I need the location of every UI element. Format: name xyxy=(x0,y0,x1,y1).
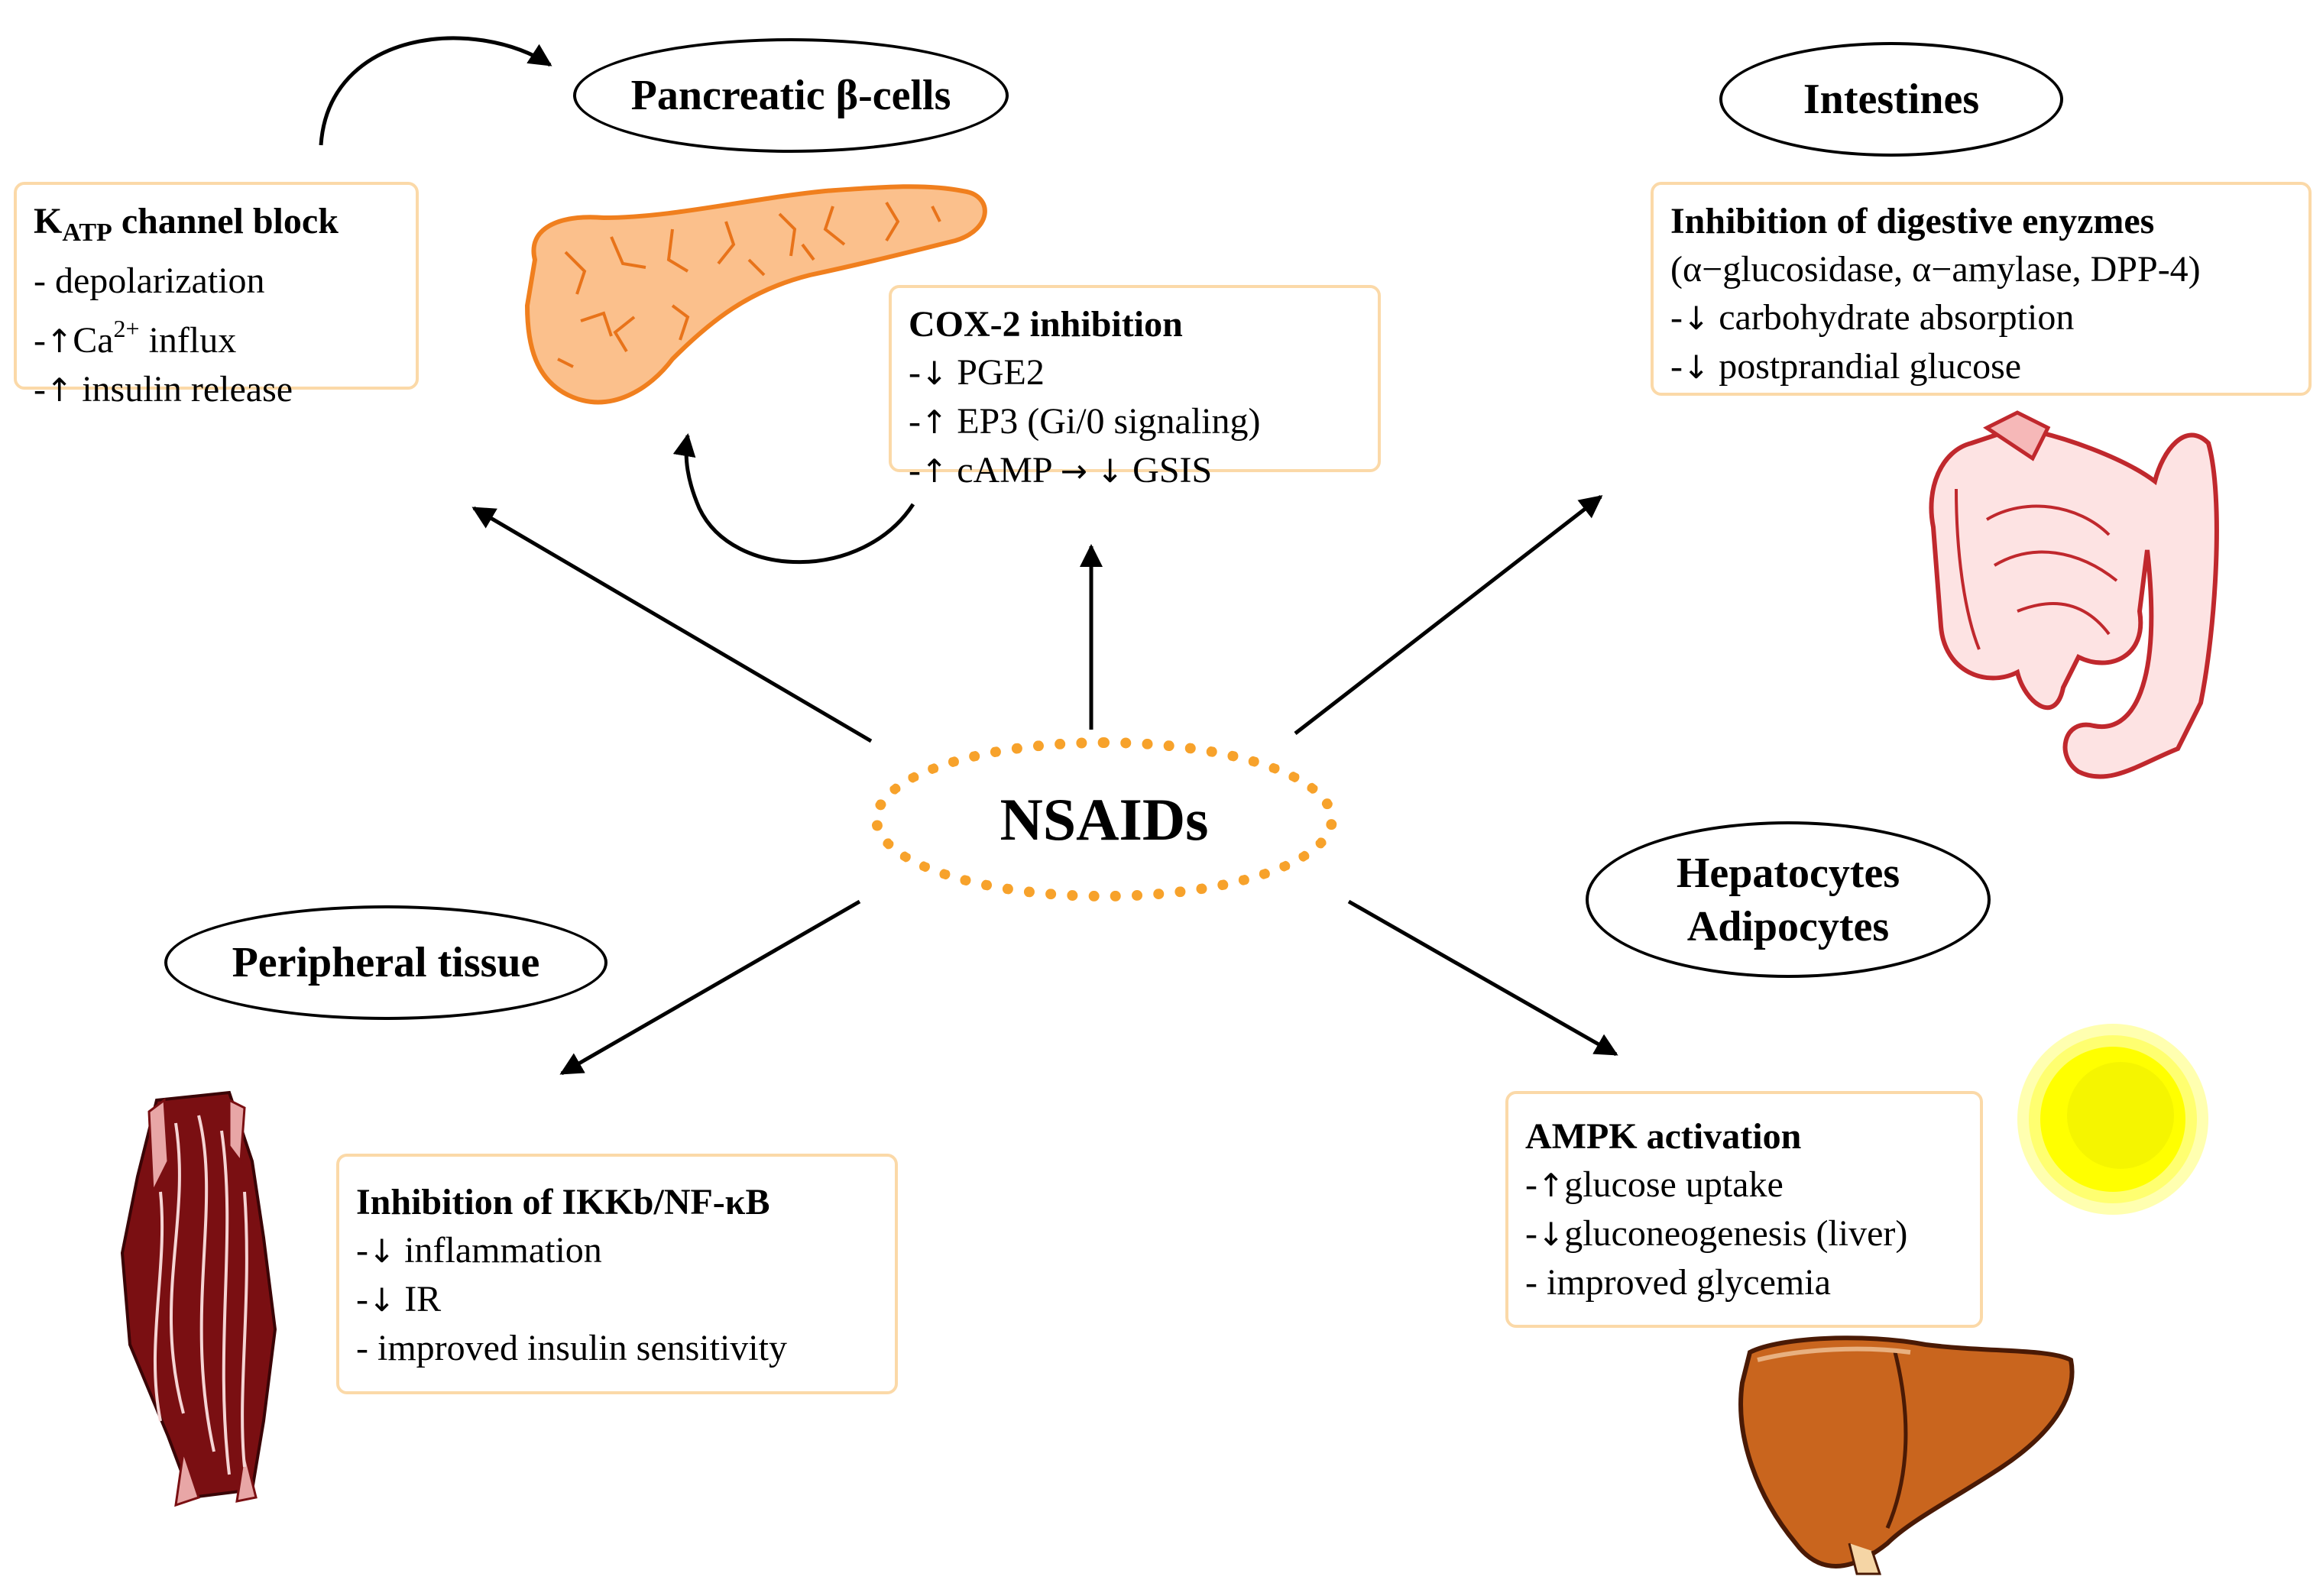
right-arrow-icon: → xyxy=(1060,452,1087,490)
up-arrow-icon: ↑ xyxy=(45,371,73,409)
arrow-to-katp xyxy=(471,506,873,743)
peripheral-oval: Peripheral tissue xyxy=(164,905,607,1020)
ikk-line-2: -↓ IR xyxy=(356,1275,881,1324)
liver-illustration xyxy=(1738,1335,2075,1575)
arrow-to-hepatocytes xyxy=(1347,899,1618,1057)
intestines-label: Intestines xyxy=(1803,76,1980,123)
katp-title: KATP channel block xyxy=(34,201,339,247)
curved-arrow-katp-to-pancreas xyxy=(319,36,552,146)
katp-line-3: -↑ insulin release xyxy=(34,365,402,414)
intestines-oval: Intestines xyxy=(1719,42,2063,157)
cox2-box: COX-2 inhibition -↓ PGE2 -↑ EP3 (Gi/0 si… xyxy=(889,285,1381,490)
adipocytes-label: Adipocytes xyxy=(1686,902,1890,950)
ampk-title: AMPK activation xyxy=(1525,1116,1802,1157)
ampk-box: AMPK activation -↑glucose uptake -↓gluco… xyxy=(1505,1091,1983,1328)
adipocyte-illustration xyxy=(2017,1024,2208,1215)
katp-box: KATP channel block - depolarization -↑Ca… xyxy=(14,182,419,410)
cox2-line-3: -↑ cAMP → ↓ GSIS xyxy=(909,446,1364,495)
intestine-line-1: (α−glucosidase, α−amylase, DPP-4) xyxy=(1670,249,2201,290)
cox2-title: COX-2 inhibition xyxy=(909,304,1183,345)
ampk-line-2: -↓gluconeogenesis (liver) xyxy=(1525,1209,1966,1258)
ampk-line-3: - improved glycemia xyxy=(1525,1262,1831,1303)
up-arrow-icon: ↑ xyxy=(920,403,948,441)
arrow-to-intestines xyxy=(1294,495,1603,735)
down-arrow-icon: ↓ xyxy=(1682,348,1710,386)
down-arrow-icon: ↓ xyxy=(920,354,948,392)
cox2-line-2: -↑ EP3 (Gi/0 signaling) xyxy=(909,397,1364,446)
intestine-title: Inhibition of digestive enyzmes xyxy=(1670,201,2155,241)
pancreas-illustration xyxy=(524,184,987,405)
down-arrow-icon: ↓ xyxy=(368,1281,396,1319)
intestine-illustration xyxy=(1929,410,2219,779)
katp-line-1: - depolarization xyxy=(34,261,265,301)
down-arrow-icon: ↓ xyxy=(368,1232,396,1270)
pancreatic-oval: Pancreatic β-cells xyxy=(573,38,1009,153)
curved-arrow-cox-to-pancreas xyxy=(672,433,915,565)
hepatocytes-label: Hepatocytes xyxy=(1676,849,1900,897)
peripheral-label: Peripheral tissue xyxy=(232,939,540,986)
ikk-title: Inhibition of IKKb/NF-κB xyxy=(356,1182,770,1222)
up-arrow-icon: ↑ xyxy=(1537,1167,1565,1204)
ampk-line-1: -↑glucose uptake xyxy=(1525,1161,1966,1209)
nsaids-oval: NSAIDs xyxy=(871,737,1337,902)
up-arrow-icon: ↑ xyxy=(920,452,948,490)
cox2-line-1: -↓ PGE2 xyxy=(909,348,1364,397)
down-arrow-icon: ↓ xyxy=(1682,299,1710,337)
intestine-line-3: -↓ postprandial glucose xyxy=(1670,342,2295,391)
pancreatic-label: Pancreatic β-cells xyxy=(630,72,951,119)
down-arrow-icon: ↓ xyxy=(1096,452,1124,490)
ikk-line-3: - improved insulin sensitivity xyxy=(356,1328,787,1368)
intestine-box: Inhibition of digestive enyzmes (α−gluco… xyxy=(1651,182,2312,396)
arrow-to-peripheral xyxy=(559,899,861,1076)
ikk-box: Inhibition of IKKb/NF-κB -↓ inflammation… xyxy=(336,1154,898,1394)
hepatocytes-adipocytes-oval: Hepatocytes Adipocytes xyxy=(1586,821,1991,978)
up-arrow-icon: ↑ xyxy=(45,322,73,360)
intestine-line-2: -↓ carbohydrate absorption xyxy=(1670,293,2295,342)
katp-line-2: -↑Ca2+ influx xyxy=(34,305,402,365)
nsaids-label: NSAIDs xyxy=(1000,785,1209,853)
muscle-illustration xyxy=(120,1090,277,1507)
down-arrow-icon: ↓ xyxy=(1537,1216,1565,1253)
ikk-line-1: -↓ inflammation xyxy=(356,1226,881,1275)
